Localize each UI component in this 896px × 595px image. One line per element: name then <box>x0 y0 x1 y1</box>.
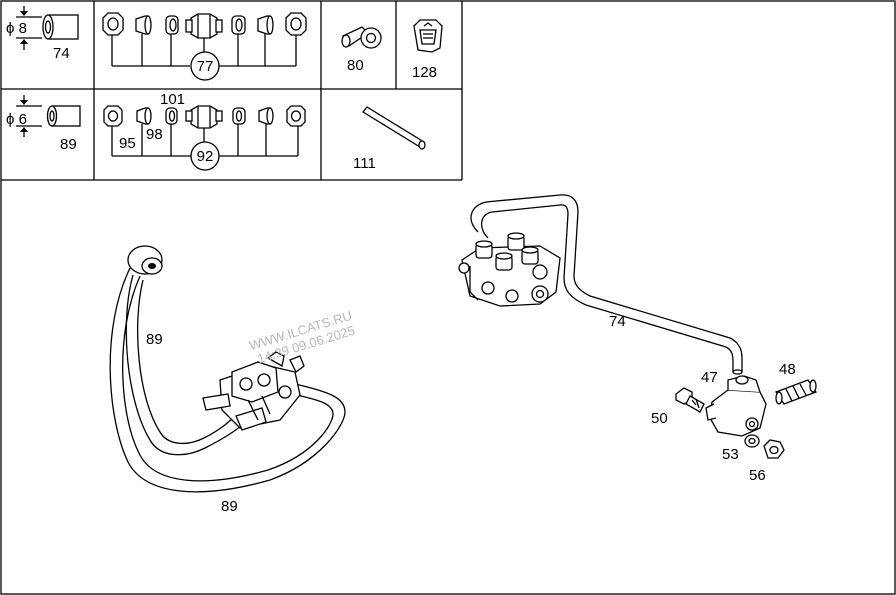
part-number: 80 <box>347 57 364 74</box>
table-cell-banjo-80[interactable]: 80 <box>341 26 382 74</box>
callout-hose-89-lower: 89 <box>221 498 238 515</box>
table-cell-fitting-kit-92[interactable]: 101 <box>103 91 306 171</box>
valve-block-icon <box>458 232 561 307</box>
part-number: 74 <box>53 45 70 62</box>
hose-end-cap-icon <box>127 245 163 275</box>
sub-part-number: 95 <box>119 135 136 152</box>
callout-part-47: 47 <box>701 369 718 386</box>
hose-clip-icon <box>413 19 443 53</box>
tube-icon <box>362 106 426 150</box>
fitting-kit-icons <box>103 105 306 157</box>
kit-callout-circle <box>190 51 220 81</box>
nut-icon <box>763 439 785 459</box>
diameter-dimension-icon <box>16 95 42 137</box>
part-number: 128 <box>412 64 437 81</box>
callout-line-74: 74 <box>609 313 626 330</box>
banjo-fitting-icon <box>341 26 382 49</box>
diameter-dimension-icon <box>16 6 42 50</box>
table-cell-tube-111[interactable]: 111 <box>353 106 426 172</box>
part-number: 89 <box>60 136 77 153</box>
diameter-label: ϕ 6 <box>6 111 27 128</box>
table-cell-fitting-kit-77[interactable]: 77 <box>102 12 307 81</box>
watermark: WWW.ILCATS.RU 14:39 09.06.2025 <box>247 308 356 367</box>
line-74-tube <box>470 194 743 375</box>
diameter-label: ϕ 8 <box>6 20 27 37</box>
part-number: 111 <box>353 155 376 172</box>
part-number: 92 <box>197 148 214 165</box>
table-cell-hose-8mm[interactable]: ϕ 8 74 <box>6 6 79 62</box>
callout-part-50: 50 <box>651 410 668 427</box>
kit-top-label: 101 <box>160 91 185 108</box>
quick-connector-icon <box>775 379 817 405</box>
hose-assembly-left <box>109 245 346 493</box>
callout-part-53: 53 <box>722 446 739 463</box>
hose-icon <box>46 105 81 127</box>
callout-hose-89-upper: 89 <box>146 331 163 348</box>
part-number: 77 <box>197 58 214 75</box>
parts-table <box>1 1 463 181</box>
washer-icon <box>744 434 760 448</box>
table-cell-hose-6mm[interactable]: ϕ 6 89 <box>6 95 81 153</box>
callout-part-48: 48 <box>779 361 796 378</box>
callout-part-56: 56 <box>749 467 766 484</box>
sub-part-number: 98 <box>146 126 163 143</box>
kit-callout-circle <box>190 141 220 171</box>
hose-icon <box>42 14 79 40</box>
valve-body-icon <box>202 351 305 431</box>
bolt-icon <box>675 387 705 413</box>
fitting-kit-icons <box>102 12 307 67</box>
table-cell-clip-128[interactable]: 128 <box>412 19 443 81</box>
t-fitting-icon <box>705 375 767 437</box>
